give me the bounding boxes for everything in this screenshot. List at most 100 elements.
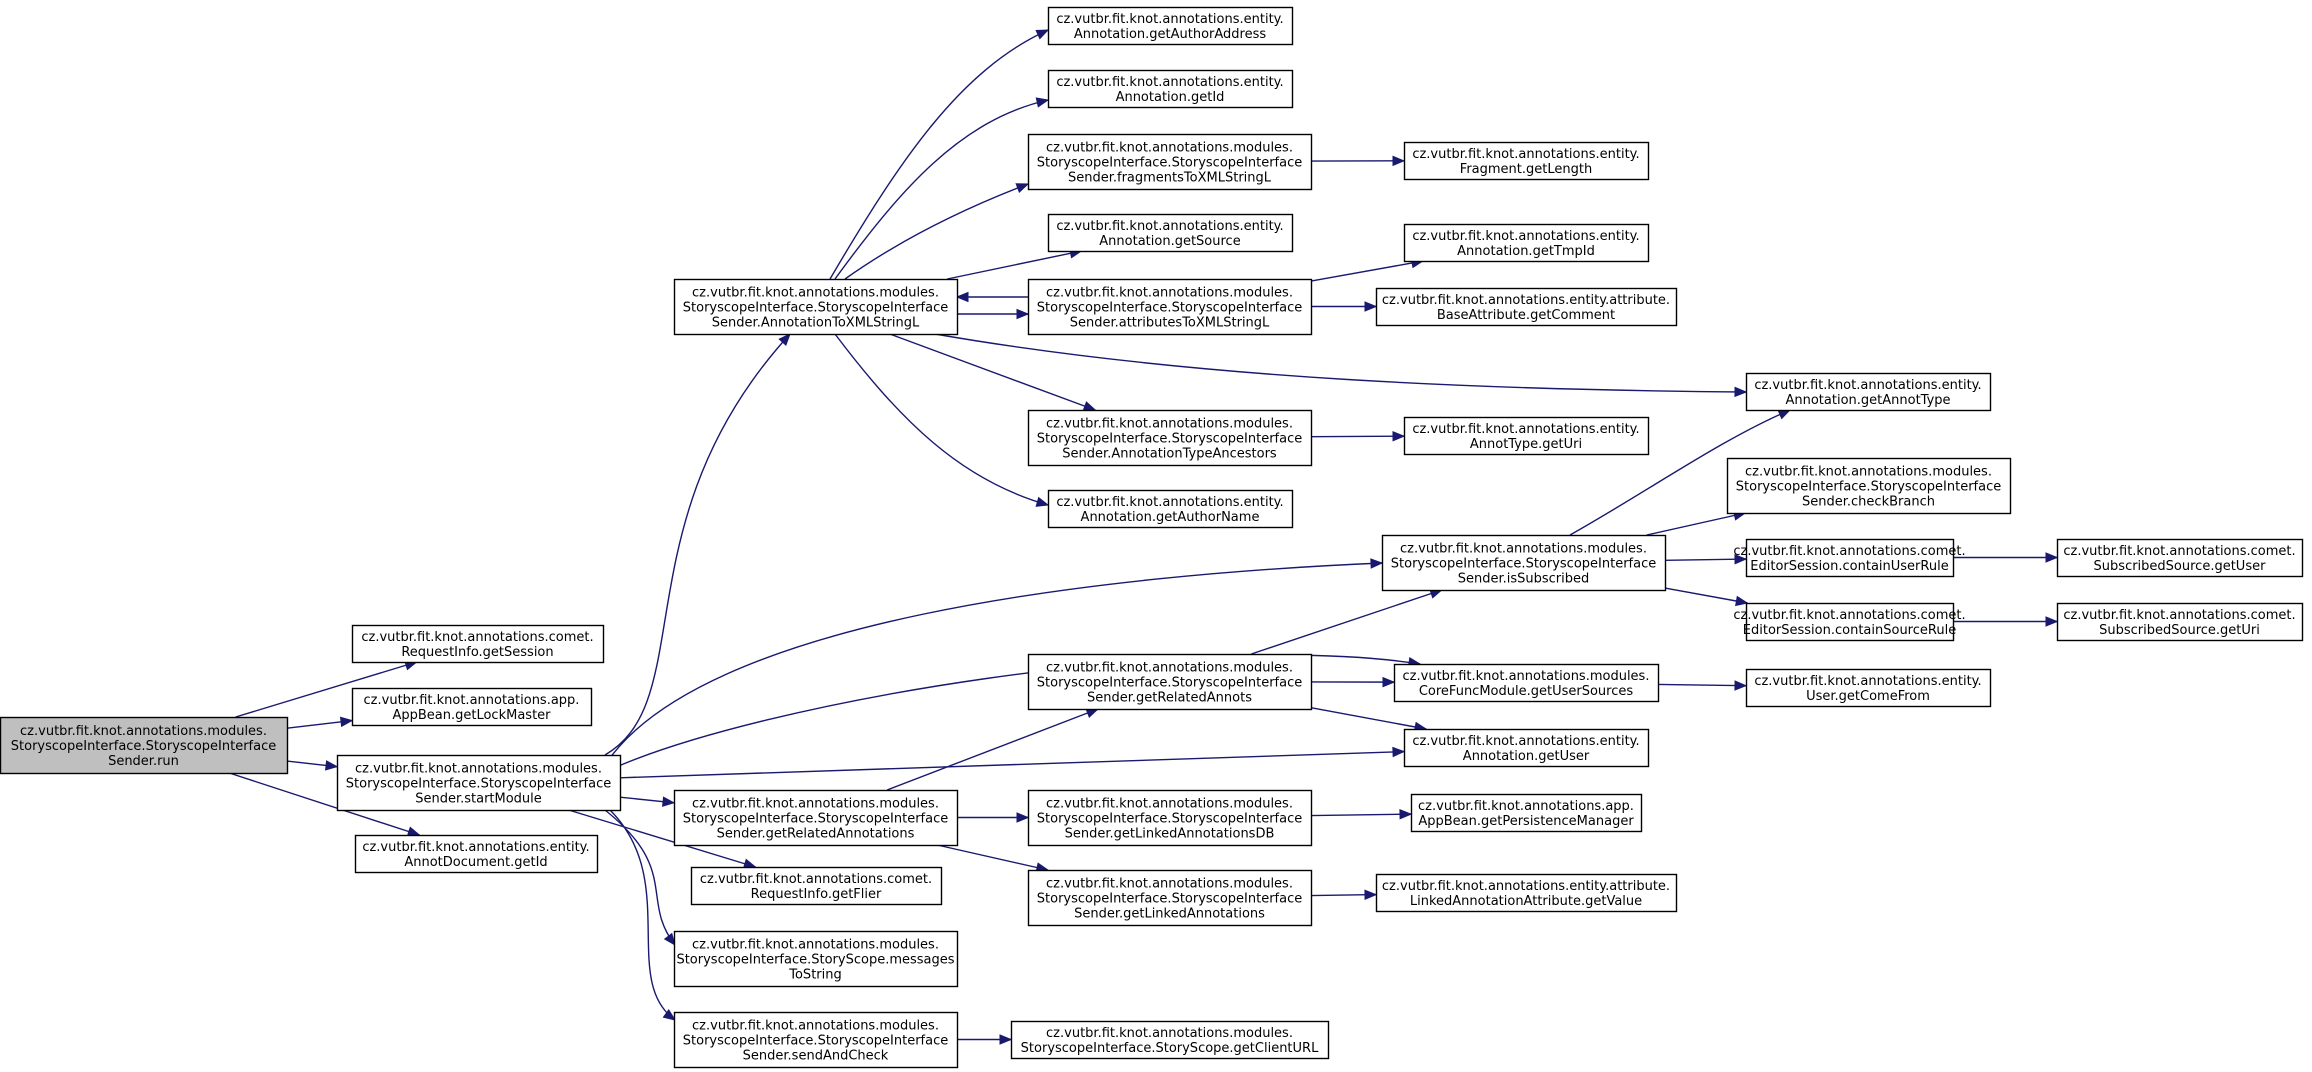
node-annotDocGetId[interactable]: cz.vutbr.fit.knot.annotations.entity.Ann… — [354, 834, 599, 874]
edge-arrowhead — [778, 333, 791, 347]
node-startModule[interactable]: cz.vutbr.fit.knot.annotations.modules.St… — [336, 754, 622, 812]
node-annotationToXML[interactable]: cz.vutbr.fit.knot.annotations.modules.St… — [673, 278, 959, 336]
edge-startModule-to-annotationToXML — [604, 333, 791, 756]
node-getClientURL[interactable]: cz.vutbr.fit.knot.annotations.modules.St… — [1010, 1020, 1330, 1060]
node-isSubscribed[interactable]: cz.vutbr.fit.knot.annotations.modules.St… — [1381, 534, 1667, 592]
node-annotTypeGetUri[interactable]: cz.vutbr.fit.knot.annotations.entity.Ann… — [1403, 416, 1650, 456]
node-containUserRule[interactable]: cz.vutbr.fit.knot.annotations.comet.Edit… — [1733, 538, 1966, 578]
node-getTmpId[interactable]: cz.vutbr.fit.knot.annotations.entity.Ann… — [1403, 223, 1650, 263]
edge-line — [1251, 589, 1442, 655]
edge-annotationToXML-to-getAnnotType — [934, 333, 1748, 398]
node-label-line: cz.vutbr.fit.knot.annotations.entity. — [1412, 229, 1639, 244]
edge-arrowhead — [955, 291, 969, 303]
node-label-line: cz.vutbr.fit.knot.annotations.modules. — [20, 724, 267, 739]
edge-annotationToXML-to-annotationTypeAncestors — [889, 333, 1097, 411]
node-annotationGetId[interactable]: cz.vutbr.fit.knot.annotations.entity.Ann… — [1047, 69, 1294, 109]
edge-annotationToXML-to-getAuthorName — [834, 333, 1050, 507]
node-containSourceRule[interactable]: cz.vutbr.fit.knot.annotations.comet.Edit… — [1733, 602, 1966, 642]
node-label-line: cz.vutbr.fit.knot.annotations.entity. — [1412, 734, 1639, 749]
node-checkBranch[interactable]: cz.vutbr.fit.knot.annotations.modules.St… — [1726, 457, 2012, 515]
node-label-line: cz.vutbr.fit.knot.annotations.modules. — [1400, 542, 1647, 557]
node-box — [1745, 372, 1992, 412]
node-annotationTypeAncestors[interactable]: cz.vutbr.fit.knot.annotations.modules.St… — [1027, 409, 1313, 467]
node-label-line: Annotation.getTmpId — [1457, 244, 1595, 259]
node-label-line: SubscribedSource.getUri — [2099, 623, 2260, 638]
node-label-line: cz.vutbr.fit.knot.annotations.entity. — [1754, 674, 1981, 689]
node-getAuthorAddress[interactable]: cz.vutbr.fit.knot.annotations.entity.Ann… — [1047, 6, 1294, 46]
edge-arrowhead — [1399, 809, 1413, 820]
node-label-line: Sender.fragmentsToXMLStringL — [1068, 171, 1272, 186]
node-getComment[interactable]: cz.vutbr.fit.knot.annotations.entity.att… — [1375, 287, 1678, 327]
node-getSource[interactable]: cz.vutbr.fit.knot.annotations.entity.Ann… — [1047, 213, 1294, 253]
edge-arrowhead — [406, 826, 421, 837]
node-sendAndCheck[interactable]: cz.vutbr.fit.knot.annotations.modules.St… — [673, 1011, 959, 1069]
edge-getRelatedAnnotations-to-getLinkedAnnotationsDB — [957, 812, 1030, 823]
node-label-line: BaseAttribute.getComment — [1437, 308, 1615, 323]
edge-line — [609, 809, 676, 1021]
node-label-line: cz.vutbr.fit.knot.annotations.modules. — [692, 797, 939, 812]
edge-run-to-getLockMaster — [286, 716, 354, 729]
node-label-line: StoryscopeInterface.StoryscopeInterface — [1037, 156, 1302, 171]
node-label-line: cz.vutbr.fit.knot.annotations.modules. — [692, 286, 939, 301]
node-label-line: cz.vutbr.fit.knot.annotations.modules. — [1046, 797, 1293, 812]
edge-run-to-startModule — [286, 760, 339, 771]
edge-line — [619, 750, 1405, 779]
node-subscribedGetUri[interactable]: cz.vutbr.fit.knot.annotations.comet.Subs… — [2056, 602, 2304, 642]
node-label-line: cz.vutbr.fit.knot.annotations.modules. — [1046, 1026, 1293, 1041]
node-getSession[interactable]: cz.vutbr.fit.knot.annotations.comet.Requ… — [351, 624, 605, 664]
node-box — [1047, 69, 1294, 109]
node-box — [1375, 287, 1678, 327]
node-label-line: EditorSession.containSourceRule — [1743, 623, 1956, 638]
node-linkedGetValue[interactable]: cz.vutbr.fit.knot.annotations.entity.att… — [1375, 873, 1678, 913]
edge-arrowhead — [324, 760, 339, 771]
edge-arrowhead — [339, 716, 354, 728]
node-box — [673, 930, 959, 988]
node-box — [2056, 538, 2304, 578]
node-getLockMaster[interactable]: cz.vutbr.fit.knot.annotations.app.AppBea… — [351, 687, 593, 727]
edge-line — [1657, 683, 1747, 687]
node-fragmentGetLength[interactable]: cz.vutbr.fit.knot.annotations.entity.Fra… — [1403, 141, 1650, 181]
edge-line — [834, 333, 1049, 506]
node-label-line: EditorSession.containUserRule — [1750, 559, 1948, 574]
node-getRelatedAnnots[interactable]: cz.vutbr.fit.knot.annotations.modules.St… — [1027, 653, 1313, 711]
node-label-line: RequestInfo.getSession — [401, 645, 553, 660]
node-messagesToString[interactable]: cz.vutbr.fit.knot.annotations.modules.St… — [673, 930, 959, 988]
node-getUserSources[interactable]: cz.vutbr.fit.knot.annotations.modules.Co… — [1393, 663, 1660, 703]
node-fragmentsToXML[interactable]: cz.vutbr.fit.knot.annotations.modules.St… — [1027, 133, 1313, 191]
node-label-line: StoryscopeInterface.StoryscopeInterface — [1037, 892, 1302, 907]
node-getAuthorName[interactable]: cz.vutbr.fit.knot.annotations.entity.Ann… — [1047, 489, 1294, 529]
node-getPersistenceManager[interactable]: cz.vutbr.fit.knot.annotations.app.AppBea… — [1410, 793, 1643, 833]
function-nodes: cz.vutbr.fit.knot.annotations.modules.St… — [0, 6, 2304, 1069]
node-getAnnotType[interactable]: cz.vutbr.fit.knot.annotations.entity.Ann… — [1745, 372, 1992, 412]
edge-arrowhead — [663, 932, 676, 947]
edge-arrowhead — [1734, 554, 1748, 565]
node-label-line: Annotation.getSource — [1099, 234, 1240, 249]
node-getLinkedAnnotations[interactable]: cz.vutbr.fit.knot.annotations.modules.St… — [1027, 869, 1313, 927]
node-getLinkedAnnotationsDB[interactable]: cz.vutbr.fit.knot.annotations.modules.St… — [1027, 789, 1313, 847]
node-annotationGetUser[interactable]: cz.vutbr.fit.knot.annotations.entity.Ann… — [1403, 728, 1650, 768]
edge-line — [604, 333, 791, 756]
edge-arrowhead — [1016, 812, 1030, 823]
node-run[interactable]: cz.vutbr.fit.knot.annotations.modules.St… — [0, 716, 289, 775]
node-box — [1726, 457, 2012, 515]
node-getRelatedAnnotations[interactable]: cz.vutbr.fit.knot.annotations.modules.St… — [673, 789, 959, 847]
node-label-line: StoryscopeInterface.StoryScope.getClient… — [1021, 1041, 1319, 1056]
node-userGetComeFrom[interactable]: cz.vutbr.fit.knot.annotations.entity.Use… — [1745, 668, 1992, 708]
edge-line — [1664, 587, 1748, 604]
node-label-line: cz.vutbr.fit.knot.annotations.modules. — [1046, 877, 1293, 892]
edge-arrowhead — [662, 1008, 677, 1021]
node-box — [1027, 869, 1313, 927]
node-box — [1403, 141, 1650, 181]
node-label-line: StoryscopeInterface.StoryScope.messages — [676, 953, 954, 968]
node-box — [1403, 728, 1650, 768]
node-box — [690, 866, 943, 906]
edge-annotationTypeAncestors-to-annotTypeGetUri — [1310, 431, 1406, 442]
node-label-line: Sender.AnnotationTypeAncestors — [1062, 447, 1277, 462]
node-label-line: Annotation.getId — [1116, 90, 1225, 105]
node-attributesToXML[interactable]: cz.vutbr.fit.knot.annotations.modules.St… — [1027, 278, 1313, 336]
node-label-line: StoryscopeInterface.StoryscopeInterface — [346, 777, 611, 792]
node-subscribedGetUser[interactable]: cz.vutbr.fit.knot.annotations.comet.Subs… — [2056, 538, 2304, 578]
node-label-line: cz.vutbr.fit.knot.annotations.entity. — [1412, 422, 1639, 437]
node-getFlier[interactable]: cz.vutbr.fit.knot.annotations.comet.Requ… — [690, 866, 943, 906]
node-label-line: cz.vutbr.fit.knot.annotations.comet. — [1733, 608, 1965, 623]
